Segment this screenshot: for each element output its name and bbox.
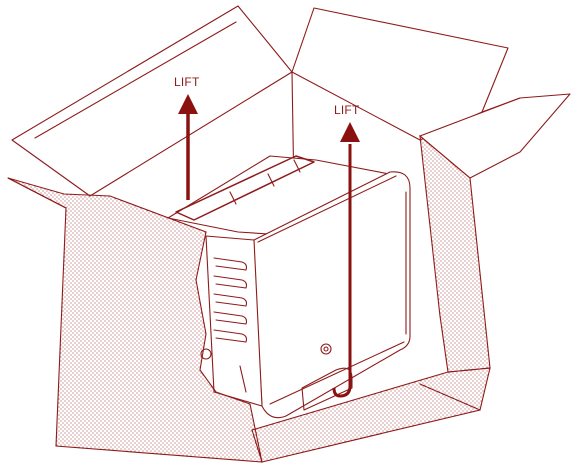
left-back-flap: [11, 5, 293, 197]
box-flaps: [11, 5, 571, 197]
device: [167, 155, 411, 419]
box-bottom-right: [251, 367, 491, 463]
device-hinge: [175, 155, 315, 221]
lift-hook-arrow-icon: [340, 122, 360, 142]
lift-label-left: LIFT: [174, 75, 200, 89]
device-side: [205, 235, 263, 407]
lift-arrow-right: LIFT: [332, 103, 360, 398]
box-front-left-wall: [7, 177, 263, 463]
device-front: [253, 171, 411, 419]
lift-arrow-left: LIFT: [174, 75, 200, 200]
right-back-flap: [291, 7, 509, 141]
front-screw: [320, 343, 332, 355]
lift-label-right: LIFT: [334, 103, 360, 117]
lift-arrow-icon: [178, 94, 198, 114]
